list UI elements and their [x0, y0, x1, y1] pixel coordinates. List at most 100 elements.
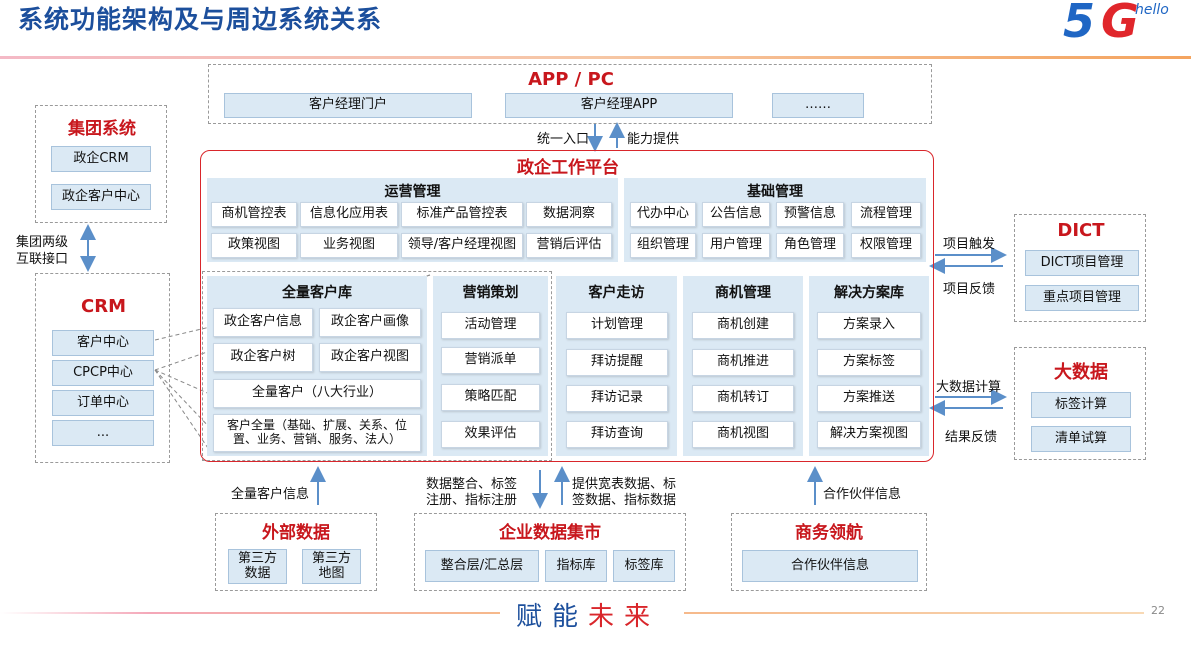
- visit-item: 拜访记录: [566, 385, 668, 412]
- ops-item: 数据洞察: [526, 202, 612, 227]
- page-number: 22: [1151, 604, 1165, 617]
- app-pc-group: APP / PC 客户经理门户 客户经理APP ……: [208, 64, 932, 124]
- solution-panel: 解决方案库 方案录入 方案标签 方案推送 解决方案视图: [809, 276, 929, 456]
- solution-item: 解决方案视图: [817, 421, 921, 448]
- flow-all-customer-info: 全量客户信息: [231, 487, 310, 502]
- crm-customer-center: 客户中心: [52, 330, 154, 356]
- platform-title: 政企工作平台: [517, 158, 619, 178]
- flow-capability: 能力提供: [627, 132, 680, 147]
- crm-order-center: 订单中心: [52, 390, 154, 416]
- solution-item: 方案推送: [817, 385, 921, 412]
- external-data-group: 外部数据 第三方 数据 第三方 地图: [215, 513, 377, 591]
- visit-item: 计划管理: [566, 312, 668, 339]
- base-item: 公告信息: [702, 202, 770, 227]
- flow-project-trigger: 项目触发: [943, 237, 996, 252]
- base-item: 角色管理: [776, 233, 844, 258]
- third-party-data: 第三方 数据: [228, 549, 287, 584]
- slogan-part-a: 赋能: [516, 602, 589, 632]
- opportunity-panel: 商机管理 商机创建 商机推进 商机转订 商机视图: [683, 276, 803, 456]
- marketing-panel: 营销策划 活动管理 营销派单 策略匹配 效果评估: [433, 276, 548, 456]
- base-item: 代办中心: [630, 202, 696, 227]
- ops-item: 领导/客户经理视图: [401, 233, 523, 258]
- key-project-mgmt: 重点项目管理: [1025, 285, 1139, 311]
- gov-work-platform: 政企工作平台: [200, 150, 934, 462]
- flow-partner-info: 合作伙伴信息: [823, 487, 902, 502]
- flow-group-interface: 集团两级 互联接口: [16, 235, 69, 267]
- ops-item: 标准产品管控表: [401, 202, 523, 227]
- ops-item: 营销后评估: [526, 233, 612, 258]
- data-mart-group: 企业数据集市 整合层/汇总层 指标库 标签库: [414, 513, 686, 591]
- flow-project-feedback: 项目反馈: [943, 282, 996, 297]
- gov-customer-center: 政企客户中心: [51, 184, 151, 210]
- external-data-title: 外部数据: [262, 523, 330, 543]
- base-item: 预警信息: [776, 202, 844, 227]
- opportunity-item: 商机创建: [692, 312, 794, 339]
- logo-hello: hello: [1135, 2, 1169, 18]
- ops-item: 商机管控表: [211, 202, 297, 227]
- customer-item: 政企客户信息: [213, 308, 313, 337]
- ops-panel: 运营管理 商机管控表 信息化应用表 标准产品管控表 数据洞察 政策视图 业务视图…: [207, 178, 618, 262]
- bigdata-title: 大数据: [1054, 362, 1108, 383]
- ops-item: 业务视图: [300, 233, 398, 258]
- customer-manager-app: 客户经理APP: [505, 93, 733, 118]
- indicator-library: 指标库: [545, 550, 607, 582]
- crm-title: CRM: [81, 296, 126, 317]
- base-item: 用户管理: [702, 233, 770, 258]
- tag-library: 标签库: [613, 550, 675, 582]
- base-item: 权限管理: [851, 233, 921, 258]
- marketing-title: 营销策划: [462, 285, 519, 301]
- customer-item: 政企客户视图: [319, 343, 421, 372]
- solution-item: 方案录入: [817, 312, 921, 339]
- customer-marketing-outline: [202, 271, 552, 461]
- opportunity-item: 商机视图: [692, 421, 794, 448]
- visit-item: 拜访提醒: [566, 349, 668, 376]
- customer-manager-portal: 客户经理门户: [224, 93, 472, 118]
- app-pc-title: APP / PC: [528, 69, 614, 90]
- 5g-hello-logo: 5 G hello: [1063, 0, 1173, 48]
- group-system: 集团系统 政企CRM 政企客户中心: [35, 105, 167, 223]
- gov-crm: 政企CRM: [51, 146, 151, 172]
- data-mart-title: 企业数据集市: [499, 523, 601, 543]
- marketing-item: 活动管理: [441, 312, 540, 339]
- slogan-part-b: 未来: [588, 602, 661, 632]
- business-nav-group: 商务领航 合作伙伴信息: [731, 513, 927, 591]
- dict-title: DICT: [1057, 220, 1105, 241]
- customer-item: 政企客户树: [213, 343, 313, 372]
- crm-more: ...: [52, 420, 154, 446]
- visit-item: 拜访查询: [566, 421, 668, 448]
- flow-bigdata-calc: 大数据计算: [936, 380, 1002, 395]
- marketing-item: 策略匹配: [441, 384, 540, 411]
- visit-panel: 客户走访 计划管理 拜访提醒 拜访记录 拜访查询: [556, 276, 677, 456]
- solution-title: 解决方案库: [834, 285, 904, 301]
- bigdata-group: 大数据 标签计算 清单试算: [1014, 347, 1146, 460]
- logo-five: 5: [1063, 0, 1096, 48]
- marketing-item: 效果评估: [441, 421, 540, 448]
- marketing-item: 营销派单: [441, 347, 540, 374]
- footer-line-left: [0, 612, 500, 614]
- group-system-title: 集团系统: [68, 119, 136, 139]
- page-title: 系统功能架构及与周边系统关系: [18, 5, 383, 34]
- ops-item: 政策视图: [211, 233, 297, 258]
- list-trial-calc: 清单试算: [1031, 426, 1131, 452]
- slogan: 赋能未来: [516, 596, 660, 633]
- integration-layer: 整合层/汇总层: [425, 550, 539, 582]
- visit-title: 客户走访: [588, 285, 645, 301]
- flow-result-feedback: 结果反馈: [945, 430, 998, 445]
- solution-item: 方案标签: [817, 349, 921, 376]
- footer-line-right: [684, 612, 1144, 614]
- flow-unified-entry: 统一入口: [537, 132, 590, 147]
- logo-g: G: [1101, 0, 1139, 48]
- tag-calc: 标签计算: [1031, 392, 1131, 418]
- customer-library-title: 全量客户库: [282, 285, 352, 301]
- opportunity-title: 商机管理: [715, 285, 771, 301]
- dict-project-mgmt: DICT项目管理: [1025, 250, 1139, 276]
- partner-info: 合作伙伴信息: [742, 550, 918, 582]
- flow-provide-data: 提供宽表数据、标 签数据、指标数据: [572, 477, 677, 508]
- ops-item: 信息化应用表: [300, 202, 398, 227]
- dict-group: DICT DICT项目管理 重点项目管理: [1014, 214, 1146, 322]
- customer-library-panel: 全量客户库 政企客户信息 政企客户画像 政企客户树 政企客户视图 全量客户（八大…: [207, 276, 427, 456]
- crm-group: CRM 客户中心 CPCP中心 订单中心 ...: [35, 273, 170, 463]
- base-title: 基础管理: [747, 184, 803, 200]
- third-party-map: 第三方 地图: [302, 549, 361, 584]
- ops-title: 运营管理: [384, 184, 441, 200]
